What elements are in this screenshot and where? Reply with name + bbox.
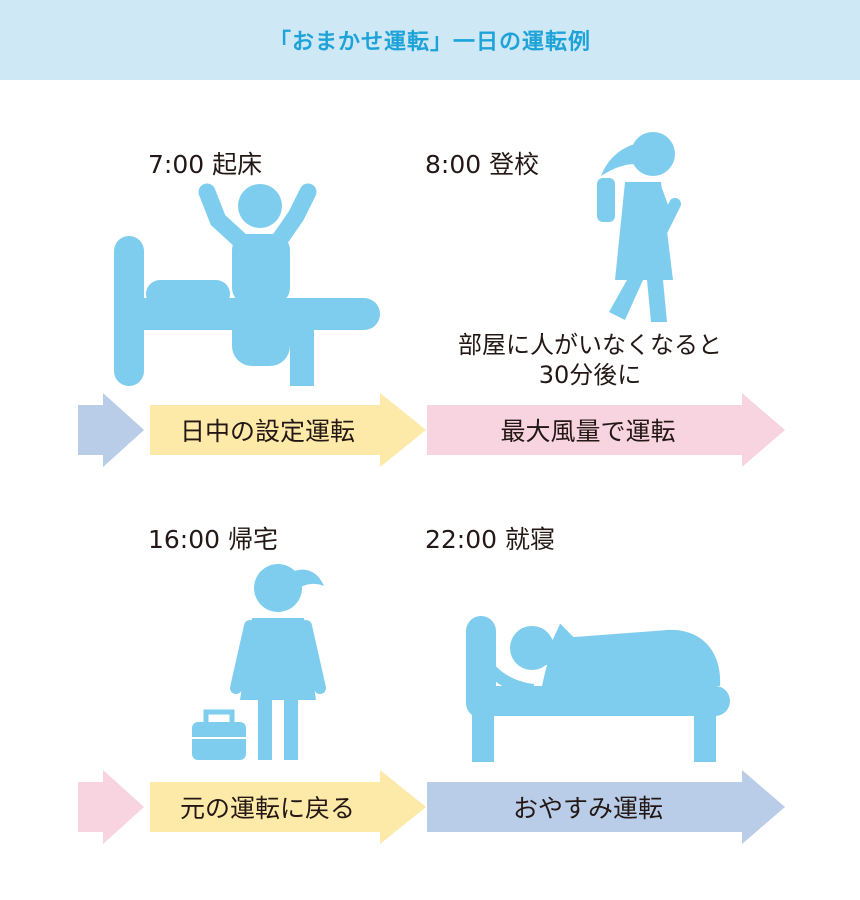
girl-walking-to-school-icon	[597, 132, 681, 322]
flow-arrow-sleep-mode: おやすみ運転	[427, 770, 787, 844]
note-line-2: 30分後に	[538, 361, 642, 389]
time-bedtime: 22:00 就寝	[425, 525, 555, 554]
flow-arrow-daytime: 日中の設定運転	[150, 393, 428, 467]
woman-returning-home-with-bag-icon	[192, 564, 326, 760]
flow-arrow-max-fan: 最大風量で運転	[427, 393, 787, 467]
header-banner: 「おまかせ運転」一日の運転例	[0, 0, 860, 80]
time-return-home: 16:00 帰宅	[148, 525, 278, 554]
flow-label-restore: 元の運転に戻る	[179, 794, 355, 823]
flow-label-sleep-mode: おやすみ運転	[512, 794, 663, 823]
page-title: 「おまかせ運転」一日の運転例	[268, 30, 591, 55]
note-line-1: 部屋に人がいなくなると	[458, 331, 722, 359]
flow-start-arrow-2	[78, 770, 148, 844]
flow-start-arrow-1	[78, 393, 148, 467]
time-go-to-school: 8:00 登校	[425, 150, 540, 179]
flow-arrow-restore: 元の運転に戻る	[150, 770, 428, 844]
person-sleeping-in-bed-icon	[466, 616, 730, 762]
wake-up-on-bed-icon	[114, 183, 380, 386]
time-wake-up: 7:00 起床	[148, 150, 263, 179]
note-room-empty: 部屋に人がいなくなると 30分後に	[440, 330, 740, 390]
flow-label-daytime: 日中の設定運転	[179, 417, 355, 446]
flow-label-max-fan: 最大風量で運転	[500, 417, 676, 446]
